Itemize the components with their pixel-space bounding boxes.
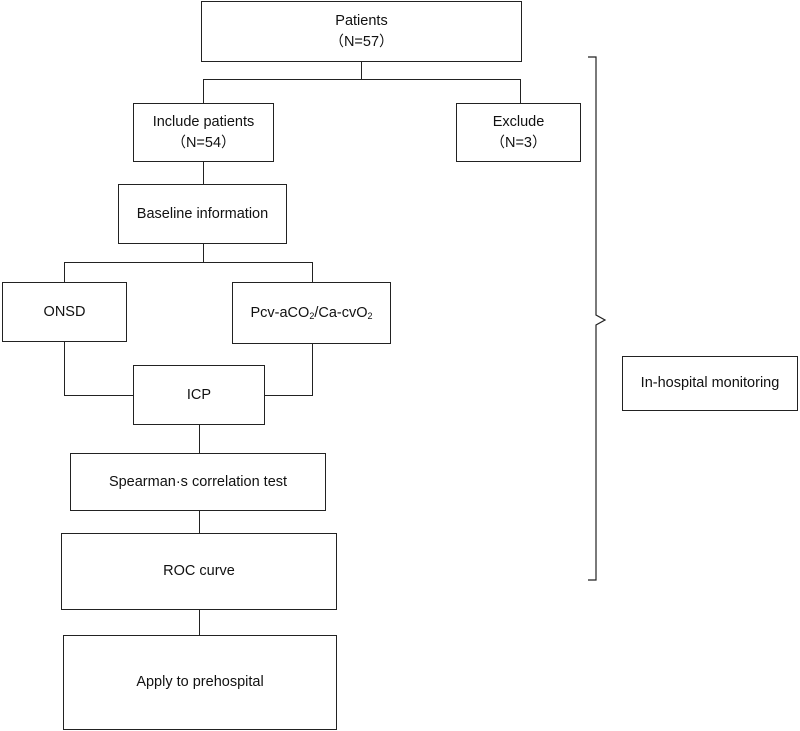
exclude-count: （N=3） [490, 134, 547, 151]
connector-icp-spearman [199, 425, 201, 453]
apply-prehospital-label: Apply to prehospital [136, 674, 264, 690]
connector-baseline-branch [64, 262, 313, 264]
connector-to-exclude [520, 79, 522, 103]
connector-patients-branch [203, 79, 521, 81]
icp-label: ICP [186, 386, 212, 403]
connector-include-baseline [203, 162, 205, 184]
patients-count: （N=57） [329, 33, 394, 50]
pcv-aco2-box: Pcv-aCO2/Ca-cvO2 [232, 282, 391, 344]
patients-box: Patients （N=57） [201, 1, 522, 62]
connector-onsd-down [64, 342, 66, 396]
connector-to-pcv [312, 262, 314, 282]
spearman-correlation-label: Spearman·s correlation test [108, 473, 288, 490]
apply-prehospital-box: Apply to prehospital [63, 635, 337, 730]
connector-onsd-to-icp [64, 395, 133, 397]
connector-patients-down [361, 62, 363, 79]
roc-curve-label: ROC curve [163, 563, 235, 579]
in-hospital-monitoring-box: In-hospital monitoring [622, 356, 798, 411]
onsd-label: ONSD [43, 303, 86, 320]
connector-pcv-down [312, 344, 314, 396]
patients-label: Patients [335, 12, 388, 29]
pcv-aco2-label: Pcv-aCO2/Ca-cvO2 [250, 304, 373, 321]
baseline-information-label: Baseline information [136, 205, 269, 222]
roc-curve-box: ROC curve [61, 533, 337, 610]
include-patients-count: （N=54） [171, 134, 236, 151]
icp-box: ICP [133, 365, 265, 425]
in-hospital-monitoring-label: In-hospital monitoring [640, 375, 780, 391]
connector-spearman-roc [199, 511, 201, 533]
connector-baseline-down [203, 244, 205, 262]
connector-pcv-to-icp [265, 395, 313, 397]
baseline-information-box: Baseline information [118, 184, 287, 244]
onsd-box: ONSD [2, 282, 127, 342]
exclude-box: Exclude （N=3） [456, 103, 581, 162]
connector-to-onsd [64, 262, 66, 282]
include-patients-box: Include patients （N=54） [133, 103, 274, 162]
connector-roc-apply [199, 610, 201, 635]
spearman-correlation-box: Spearman·s correlation test [70, 453, 326, 511]
exclude-label: Exclude [492, 113, 545, 130]
connector-to-include [203, 79, 205, 103]
include-patients-label: Include patients [152, 113, 255, 130]
